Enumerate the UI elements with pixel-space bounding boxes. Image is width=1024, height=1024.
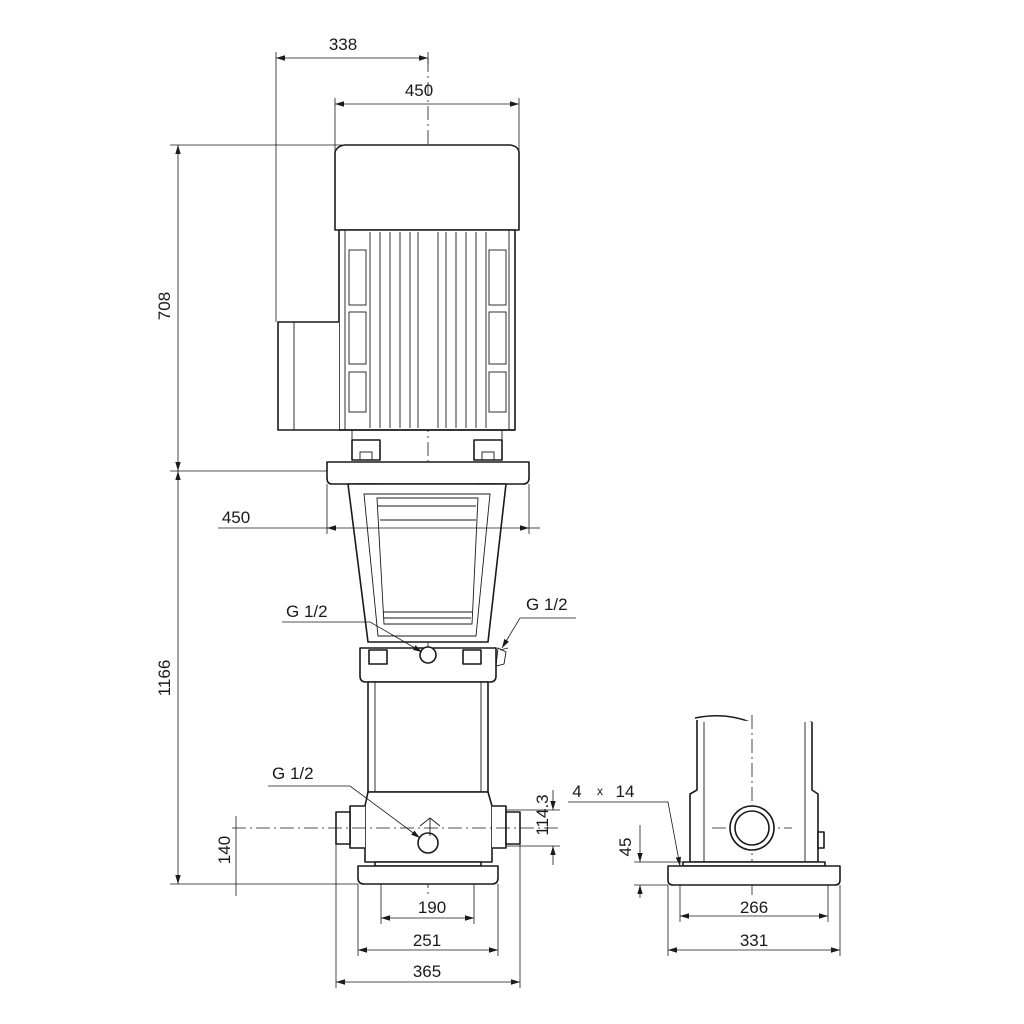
dim-flange-width: 450 bbox=[222, 508, 250, 527]
dim-port-to-center: 114.3 bbox=[533, 794, 552, 835]
vent-plug-top bbox=[419, 646, 437, 664]
motor-body bbox=[338, 229, 516, 431]
dim-side-inner: 266 bbox=[740, 898, 768, 917]
side-view bbox=[667, 714, 841, 895]
label-plug-bottom: G 1/2 bbox=[272, 764, 314, 783]
side-port-outer bbox=[729, 805, 775, 851]
motor-flange-bolts bbox=[351, 430, 503, 461]
side-port-inner bbox=[734, 810, 770, 846]
dim-motor-width: 450 bbox=[405, 81, 433, 100]
motor-stool-flange bbox=[326, 461, 530, 485]
dim-base-inner: 190 bbox=[418, 898, 446, 917]
dim-holes-times: x bbox=[597, 784, 603, 798]
dim-holes-count: 4 bbox=[572, 782, 581, 801]
dim-side-port-height: 45 bbox=[616, 838, 635, 857]
motor-top-cover bbox=[334, 144, 520, 231]
pump-base bbox=[335, 791, 521, 885]
top-chamber-flange bbox=[359, 647, 497, 683]
dim-port-height: 140 bbox=[215, 836, 234, 864]
dim-motor-offset: 338 bbox=[329, 35, 357, 54]
dim-holes-diameter: 14 bbox=[616, 782, 635, 801]
label-plug-left: G 1/2 bbox=[286, 602, 328, 621]
dim-base-mid: 251 bbox=[413, 931, 441, 950]
side-dimension-lines: 4 x 14 45 266 331 bbox=[568, 782, 841, 956]
drain-plug bbox=[417, 832, 439, 854]
pump-sleeve bbox=[367, 681, 489, 793]
dim-motor-height: 708 bbox=[155, 292, 174, 320]
motor-stool bbox=[347, 483, 507, 643]
side-base bbox=[667, 865, 841, 886]
front-view bbox=[232, 58, 558, 895]
terminal-box bbox=[277, 321, 339, 431]
dim-side-outer: 331 bbox=[740, 931, 768, 950]
dim-pump-height: 1166 bbox=[155, 660, 174, 697]
dim-base-outer: 365 bbox=[413, 962, 441, 981]
label-plug-right: G 1/2 bbox=[526, 595, 568, 614]
dimension-lines: 338 450 708 1166 450 140 114.3 bbox=[155, 35, 576, 988]
